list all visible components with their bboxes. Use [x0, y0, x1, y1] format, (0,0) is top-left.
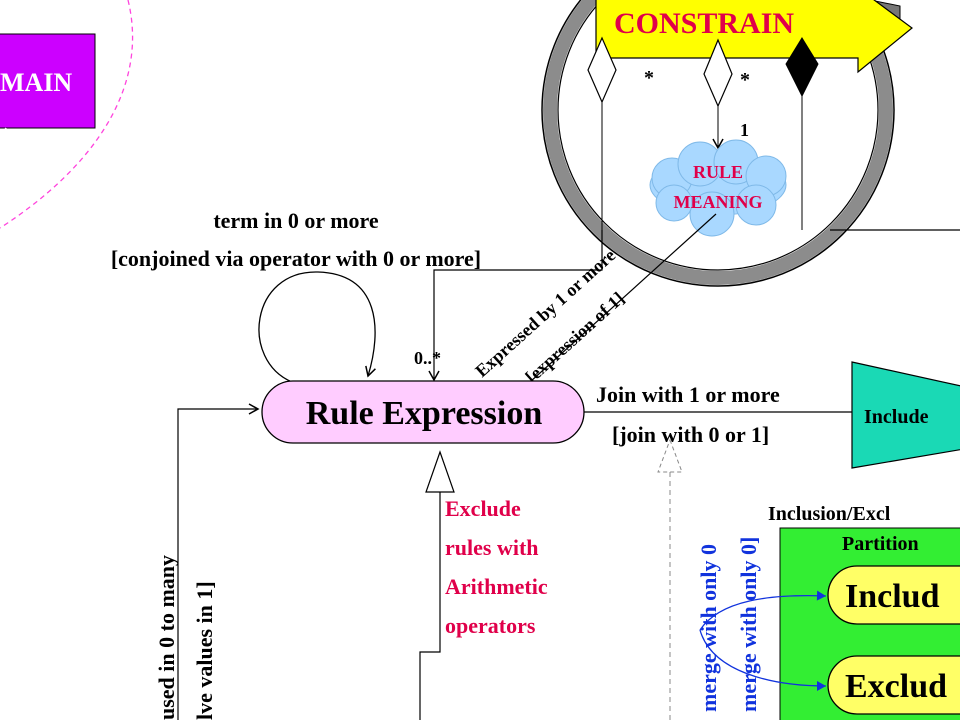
star-left: * — [644, 67, 654, 89]
used-label-1: used in 0 to many — [154, 555, 179, 720]
domain-box-label: MAIN — [0, 68, 72, 97]
rule-expression-label: Rule Expression — [306, 395, 543, 432]
generalization-arrow-exclude — [425, 450, 455, 493]
multiplicity-one: 1 — [740, 120, 749, 140]
connector-expressed-by — [529, 213, 717, 383]
include-node-label: Includ — [845, 578, 940, 615]
partition-label-2: Partition — [842, 533, 919, 555]
merge-arrow-to-exclude — [699, 629, 827, 691]
include-teal-label: Include — [864, 406, 929, 428]
partition-label-1: Inclusion/Excl — [768, 503, 891, 525]
rule-meaning-label-2: MEANING — [674, 192, 763, 212]
constrain-arrow — [595, 0, 913, 74]
connector-diamond-to-expression — [428, 230, 603, 382]
constrain-label: CONSTRAIN — [614, 7, 794, 40]
used-label-2: lve values in 1] — [192, 581, 217, 720]
exclude-node — [827, 655, 960, 715]
rule-meaning-label-1: RULE — [693, 162, 743, 182]
expressed-label-2: [expression of 1] — [521, 288, 628, 387]
connector-left-used-in — [177, 403, 260, 720]
include-node — [827, 565, 960, 625]
domain-box-pointer — [0, 127, 7, 146]
include-node-teal — [851, 361, 960, 469]
exclude-node-label: Exclud — [845, 668, 947, 705]
term-label-2: [conjoined via operator with 0 or more] — [111, 246, 481, 271]
merge-arrow-to-include — [699, 590, 827, 631]
multiplicity-zero-many: 0..* — [414, 348, 441, 368]
self-loop-term — [258, 271, 376, 383]
merge-label-2: merge with only 0] — [736, 537, 761, 712]
term-label-1: term in 0 or more — [213, 208, 379, 233]
join-label-1: Join with 1 or more — [596, 382, 780, 407]
exclude-label-1: Exclude — [445, 496, 521, 521]
exclude-label-3: Arithmetic — [445, 574, 548, 599]
star-right: * — [740, 69, 750, 91]
exclude-label-4: operators — [445, 613, 536, 638]
magnifier-outer-edge — [541, 0, 895, 287]
exclude-label-2: rules with — [445, 535, 539, 560]
rule-meaning-cloud — [649, 139, 787, 237]
connector-exclude — [419, 492, 441, 720]
dashed-domain-boundary — [0, 0, 134, 229]
merge-label-1: merge with only 0 — [696, 544, 721, 712]
domain-box — [0, 33, 96, 129]
magnifier-inner-edge — [557, 0, 879, 271]
generalization-arrow-merge-dashed — [657, 438, 683, 473]
join-label-2: [join with 0 or 1] — [612, 422, 769, 447]
